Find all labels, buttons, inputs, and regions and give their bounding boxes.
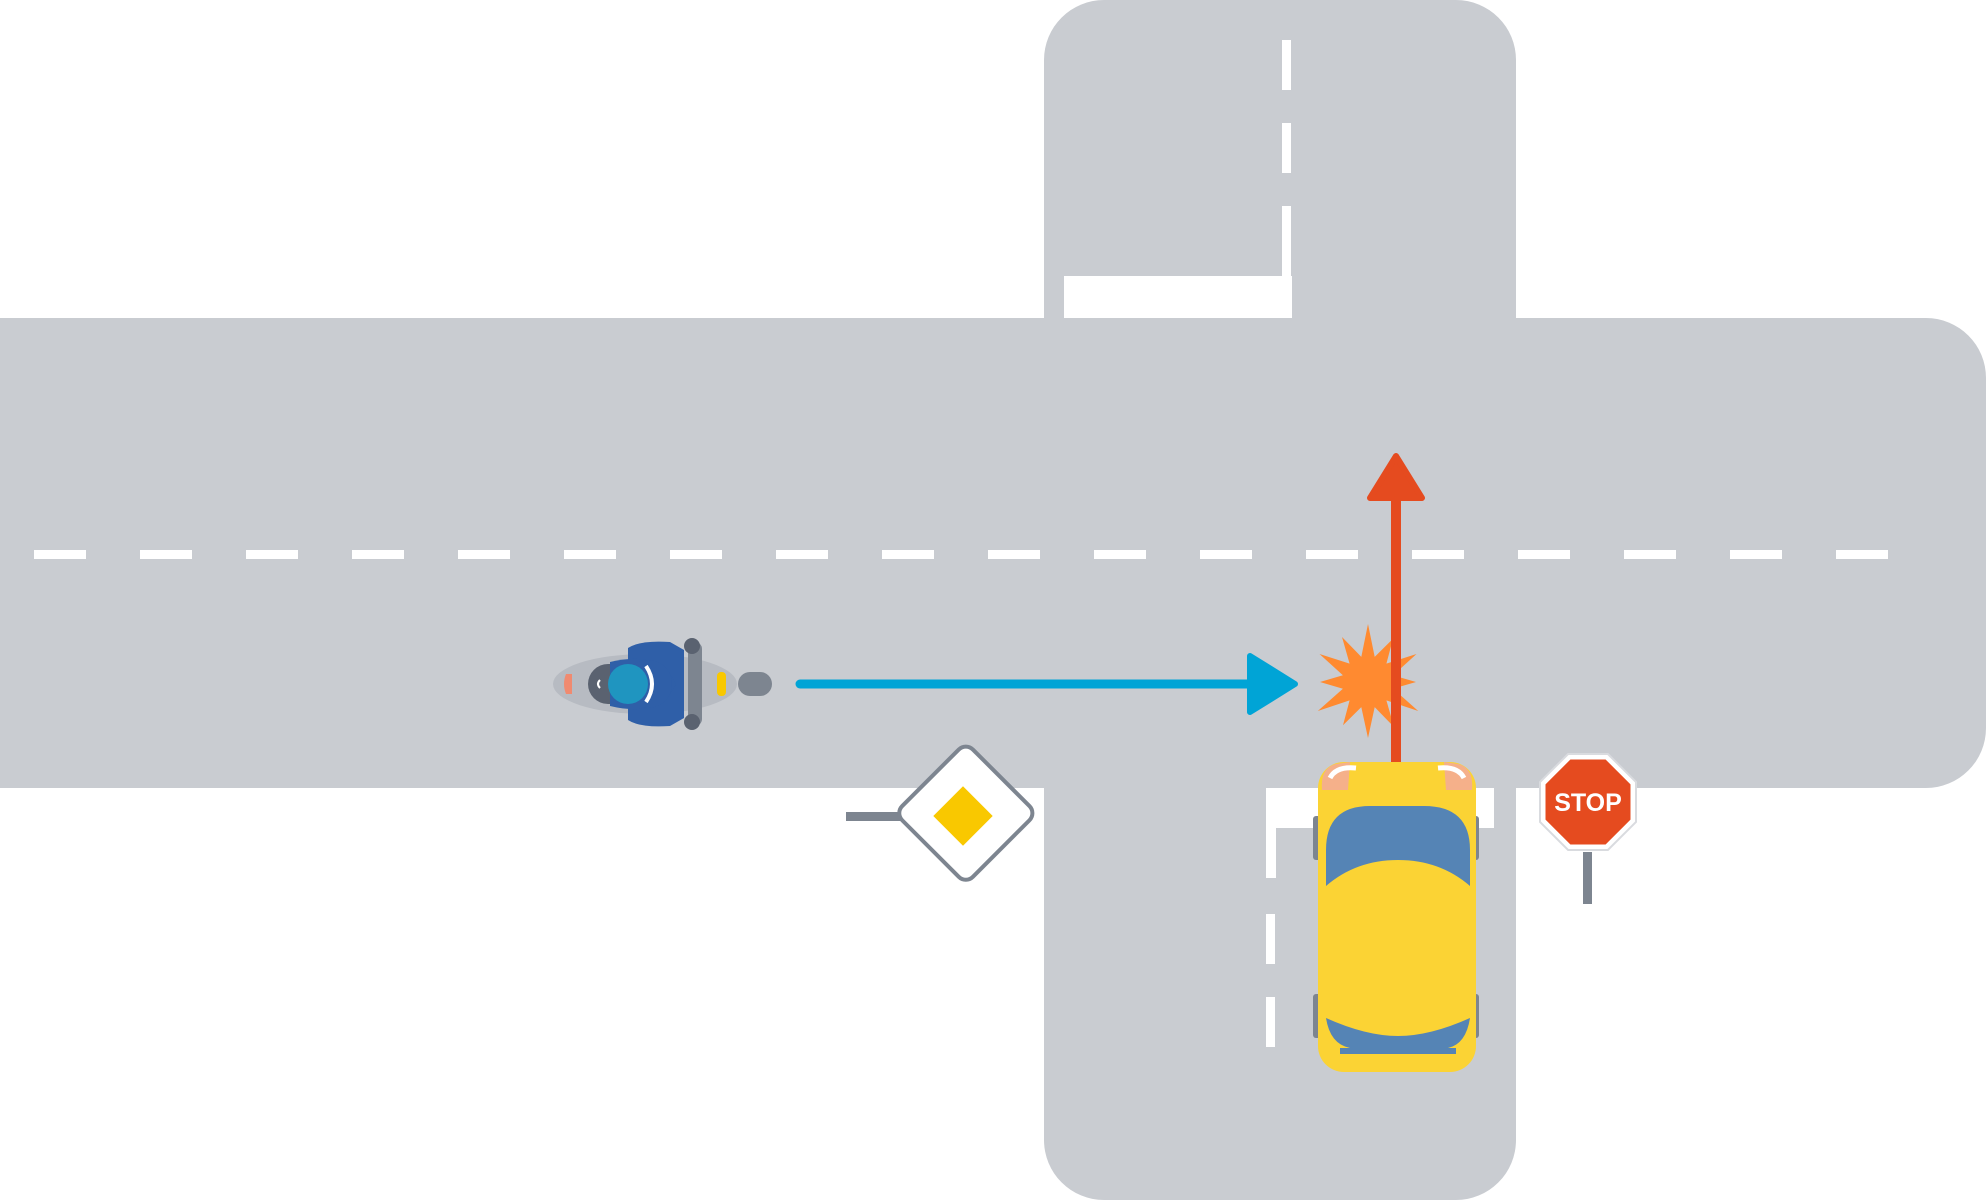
center-line-dash: [988, 550, 1040, 559]
center-line-dash: [1306, 550, 1358, 559]
stop-sign-label: STOP: [1554, 789, 1622, 817]
south-center-dash: [1266, 997, 1275, 1047]
center-line-dash: [1836, 550, 1888, 559]
center-line-dash: [1200, 550, 1252, 559]
center-line-dash: [352, 550, 404, 559]
center-line-dash: [1624, 550, 1676, 559]
south-center-dash: [1266, 914, 1275, 964]
north-road: [1044, 0, 1516, 330]
north-stop-line-white: [1064, 276, 1292, 318]
center-line-dash: [140, 550, 192, 559]
collision-star-icon: [1317, 624, 1419, 738]
car-path-arrow: [1367, 453, 1425, 765]
center-line-dash: [458, 550, 510, 559]
center-line-dash: [246, 550, 298, 559]
north-stop-bar-vertical: [1282, 226, 1291, 318]
north-center-dash: [1282, 123, 1291, 173]
center-line-dash: [1518, 550, 1570, 559]
priority-road-sign-icon: [846, 744, 1035, 882]
center-line-dash: [882, 550, 934, 559]
north-center-dash: [1282, 40, 1291, 90]
center-line-dash: [1094, 550, 1146, 559]
motorcycle-path-arrow: [795, 653, 1298, 715]
south-road-center-line: [1266, 914, 1275, 1047]
center-line-dash: [34, 550, 86, 559]
center-line-dash: [1730, 550, 1782, 559]
road-markings: [34, 40, 1888, 1047]
stop-sign-icon: STOP: [1539, 753, 1637, 904]
main-road-center-line: [34, 550, 1888, 559]
center-line-dash: [670, 550, 722, 559]
car-icon: [1313, 762, 1479, 1072]
center-line-dash: [776, 550, 828, 559]
motorcycle-icon: [553, 638, 772, 730]
center-line-dash: [1412, 550, 1464, 559]
center-line-dash: [564, 550, 616, 559]
